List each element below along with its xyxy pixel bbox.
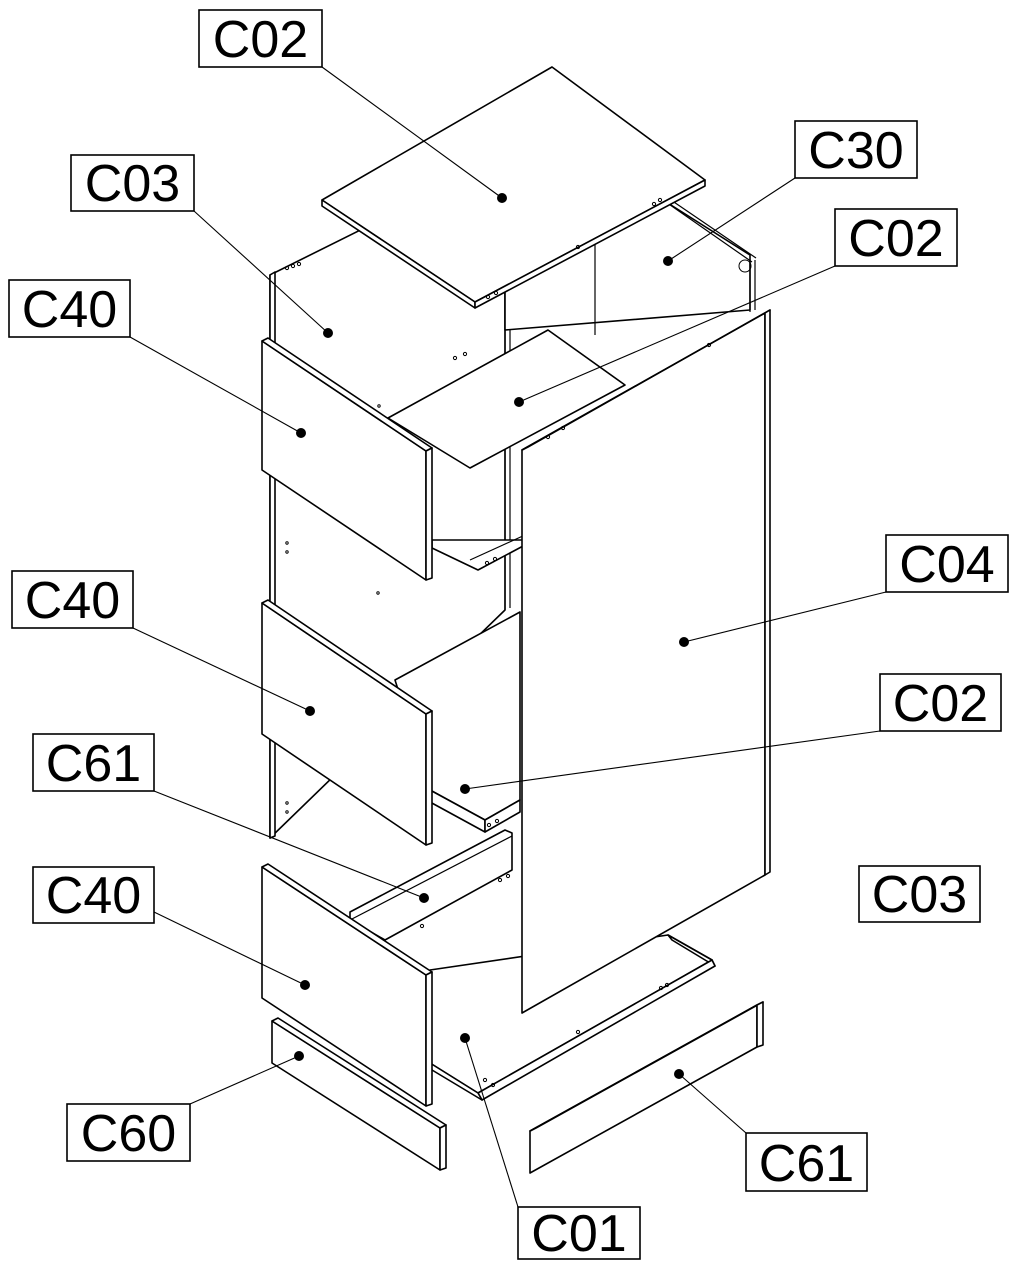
leader-lines [129, 66, 887, 1208]
bottom-panel [429, 934, 716, 1101]
label-rail-c61: C61 [32, 733, 155, 793]
label-top-c02: C02 [198, 9, 323, 69]
top-panel [321, 66, 706, 309]
label-text: C03 [85, 155, 180, 213]
label-side-c04: C04 [885, 534, 1009, 594]
label-middle-front-c40: C40 [11, 570, 134, 630]
lower-drawer-front [261, 863, 433, 1107]
right-side-panel [521, 309, 771, 1014]
right-plinth [529, 1001, 764, 1174]
label-text: C61 [46, 735, 141, 793]
label-text: C02 [848, 210, 943, 268]
label-text: C40 [46, 867, 141, 925]
label-plinth-c61: C61 [745, 1132, 868, 1193]
label-text: C60 [81, 1105, 176, 1163]
label-text: C03 [872, 866, 967, 924]
label-plinth-c60: C60 [66, 1103, 191, 1163]
middle-drawer-front [261, 599, 433, 846]
label-text: C02 [213, 11, 308, 69]
label-shelf-c02: C02 [834, 208, 958, 268]
label-lower-front-c40: C40 [32, 866, 155, 925]
label-text: C01 [531, 1205, 626, 1263]
label-left-side-c03: C03 [70, 154, 195, 213]
label-back-c30: C30 [794, 120, 918, 180]
label-bottom-c01: C01 [517, 1205, 641, 1263]
label-lower-shelf-c02: C02 [879, 673, 1002, 733]
left-plinth [271, 1017, 447, 1171]
label-text: C61 [759, 1135, 854, 1193]
label-upper-front-c40: C40 [8, 279, 131, 339]
label-text: C40 [22, 281, 117, 339]
label-other-side-c03: C03 [858, 865, 981, 924]
label-text: C04 [899, 536, 994, 594]
label-text: C30 [808, 122, 903, 180]
label-text: C02 [893, 675, 988, 733]
inner-rail [349, 829, 513, 941]
upper-drawer-front [261, 337, 433, 581]
label-text: C40 [25, 572, 120, 630]
